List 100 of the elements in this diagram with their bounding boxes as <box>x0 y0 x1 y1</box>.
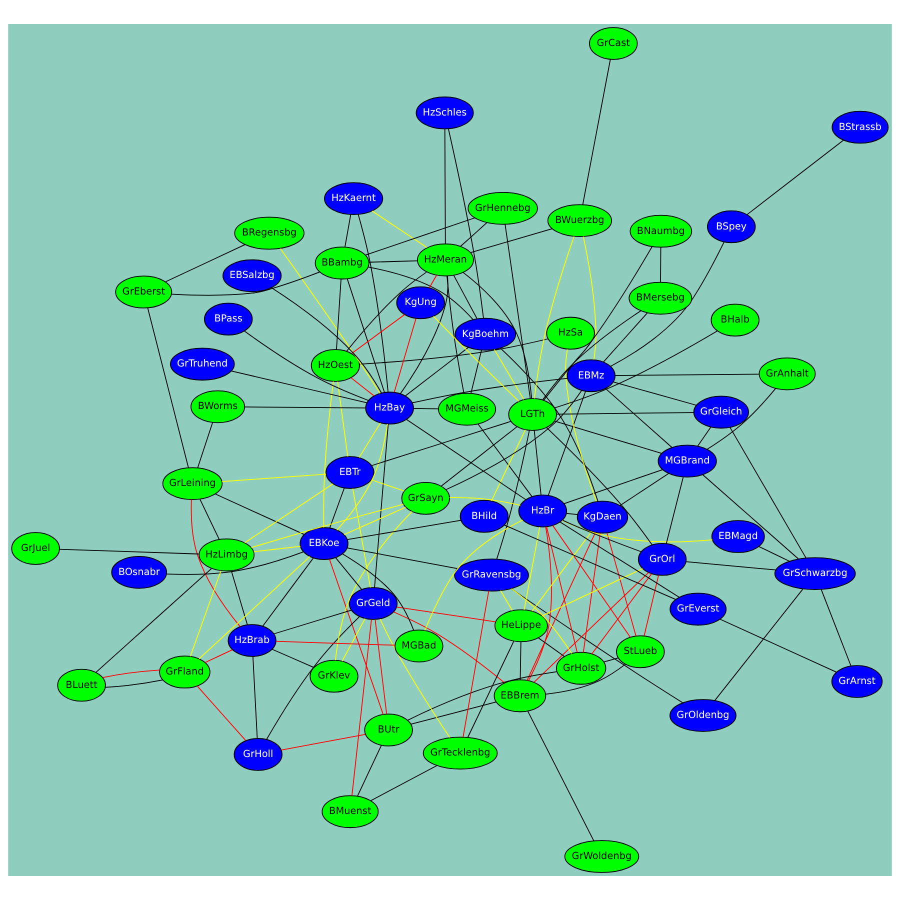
connector <box>198 556 310 660</box>
node-ellipse: BPass <box>204 302 253 336</box>
connector <box>660 246 662 282</box>
connector <box>440 426 518 487</box>
node-ellipse: EBSalzbg <box>222 259 282 292</box>
connector <box>368 260 418 263</box>
connector <box>614 374 760 376</box>
connector <box>524 526 540 610</box>
connector <box>446 390 582 490</box>
node-ellipse: GrSayn <box>401 482 450 515</box>
connector <box>105 680 164 688</box>
connector <box>606 532 636 636</box>
node-ellipse: BHalb <box>710 304 760 336</box>
connector <box>190 570 222 657</box>
connector <box>380 618 450 738</box>
connector <box>204 649 233 663</box>
node-ellipse: EBMagd <box>711 520 765 553</box>
node-ellipse: LGTh <box>508 398 557 431</box>
connector <box>352 488 371 588</box>
connector <box>548 391 586 496</box>
connector <box>730 426 806 558</box>
connector <box>404 347 469 396</box>
connector <box>582 236 596 360</box>
node-ellipse: HzSa <box>546 316 595 350</box>
connector <box>534 572 650 683</box>
connector <box>500 590 513 611</box>
connector <box>231 370 368 404</box>
connector <box>467 640 514 738</box>
node-ellipse: BMuenst <box>322 795 379 828</box>
node-ellipse: GrOrl <box>638 543 687 576</box>
node-ellipse: HzLimbg <box>198 538 255 572</box>
connector <box>271 287 382 394</box>
connector <box>374 424 389 588</box>
connector <box>560 522 680 598</box>
node-ellipse: BRegensbg <box>234 216 304 250</box>
connector <box>478 424 532 497</box>
connector <box>528 526 552 681</box>
connector <box>344 214 352 248</box>
connector <box>552 525 631 638</box>
node-ellipse: HzBay <box>365 392 414 424</box>
connector <box>222 474 327 482</box>
connector <box>462 590 490 738</box>
connector <box>591 574 652 654</box>
connector <box>453 274 478 320</box>
connector <box>470 350 482 394</box>
connector <box>342 618 366 662</box>
connector <box>494 349 524 400</box>
connector <box>276 640 396 646</box>
node-ellipse: BNaumbg <box>630 214 692 248</box>
node-ellipse: GrWoldenbg <box>564 840 640 873</box>
connector <box>462 272 532 399</box>
connector <box>644 574 659 636</box>
connector <box>244 330 369 401</box>
connector <box>262 557 314 627</box>
node-ellipse: GrSchwarzbg <box>774 557 856 590</box>
node-ellipse: HzKaernt <box>324 182 384 216</box>
node-ellipse: GrEberst <box>115 276 172 308</box>
connector <box>280 248 380 394</box>
connector <box>335 557 362 590</box>
connector <box>171 271 320 296</box>
node-ellipse: BSpey <box>707 210 756 244</box>
connector <box>428 274 438 288</box>
node-ellipse: MGMeiss <box>438 392 496 426</box>
connector <box>346 548 458 570</box>
connector <box>400 276 448 394</box>
connector <box>351 314 405 354</box>
connector <box>714 588 804 701</box>
connector <box>273 610 352 634</box>
connector <box>396 606 496 622</box>
connector <box>371 479 405 492</box>
connector <box>562 520 713 542</box>
connector <box>565 348 597 502</box>
node-ellipse: EBBrem <box>494 679 546 712</box>
connector <box>538 638 565 657</box>
connector <box>534 430 542 496</box>
connector <box>504 524 676 600</box>
connector <box>424 520 524 631</box>
connector <box>603 658 619 662</box>
connector <box>546 526 578 653</box>
connector <box>746 140 844 216</box>
node-ellipse: EBKoe <box>300 527 348 560</box>
connector <box>526 532 596 681</box>
node-ellipse: GrEverst <box>670 592 727 626</box>
connector <box>197 422 214 468</box>
connector <box>357 745 382 796</box>
connector <box>562 520 642 552</box>
connector <box>96 568 212 673</box>
connector <box>408 671 558 721</box>
connector <box>59 548 200 554</box>
connector <box>603 312 648 362</box>
connector <box>545 664 626 695</box>
node-ellipse: BBambg <box>314 246 370 280</box>
connector <box>329 558 384 715</box>
node-ellipse: BStrassb <box>832 110 889 144</box>
node-ellipse: GrGeld <box>348 587 398 620</box>
node-ellipse: GrLeining <box>162 467 223 500</box>
connector <box>758 546 790 562</box>
connector <box>253 546 301 552</box>
connector <box>266 616 360 740</box>
node-ellipse: BLuett <box>57 668 106 702</box>
